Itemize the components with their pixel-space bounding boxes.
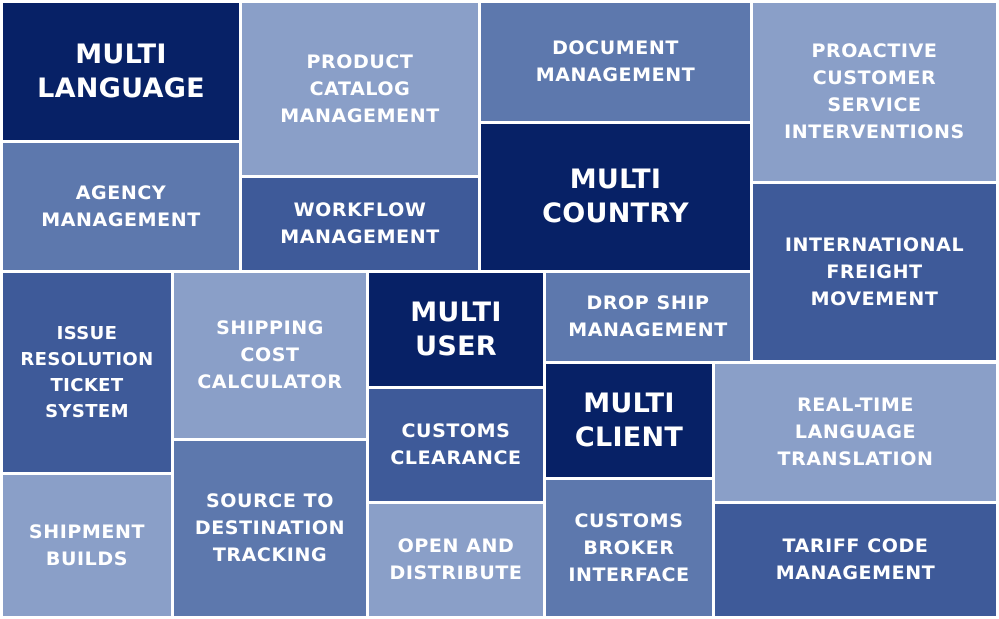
tile-label: INTERNATIONAL FREIGHT MOVEMENT — [784, 233, 965, 310]
tile-customs-broker-interface: CUSTOMS BROKER INTERFACE — [546, 480, 712, 616]
tile-label: WORKFLOW MANAGEMENT — [280, 199, 440, 248]
tile-label: MULTI COUNTRY — [542, 164, 689, 229]
tile-international-freight-movement: INTERNATIONAL FREIGHT MOVEMENT — [753, 184, 996, 360]
tile-label: AGENCY MANAGEMENT — [41, 181, 201, 231]
tile-multi-client: MULTI CLIENT — [546, 364, 712, 477]
tile-document-management: DOCUMENT MANAGEMENT — [481, 3, 750, 121]
tile-multi-user: MULTI USER — [369, 273, 543, 386]
tile-real-time-language-translation: REAL-TIME LANGUAGE TRANSLATION — [715, 364, 996, 501]
tile-workflow-management: WORKFLOW MANAGEMENT — [242, 178, 478, 270]
tile-label: DROP SHIP MANAGEMENT — [568, 292, 728, 341]
tile-label: MULTI LANGUAGE — [37, 38, 205, 104]
tile-proactive-customer-service: PROACTIVE CUSTOMER SERVICE INTERVENTIONS — [753, 3, 996, 181]
tile-label: MULTI CLIENT — [574, 387, 684, 453]
tile-shipping-cost-calculator: SHIPPING COST CALCULATOR — [174, 273, 366, 438]
tile-label: TARIFF CODE MANAGEMENT — [775, 535, 936, 584]
tile-label: SHIPPING COST CALCULATOR — [197, 317, 343, 393]
tile-source-to-destination-tracking: SOURCE TO DESTINATION TRACKING — [174, 441, 366, 616]
tile-label: DOCUMENT MANAGEMENT — [535, 37, 696, 86]
tile-customs-clearance: CUSTOMS CLEARANCE — [369, 389, 543, 501]
tile-shipment-builds: SHIPMENT BUILDS — [3, 475, 171, 616]
tile-agency-management: AGENCY MANAGEMENT — [3, 143, 239, 270]
tile-product-catalog-management: PRODUCT CATALOG MANAGEMENT — [242, 3, 478, 175]
tile-label: REAL-TIME LANGUAGE TRANSLATION — [777, 394, 934, 470]
tile-label: ISSUE RESOLUTION TICKET SYSTEM — [20, 322, 154, 422]
tile-label: CUSTOMS BROKER INTERFACE — [568, 509, 690, 586]
tile-issue-resolution-ticket-system: ISSUE RESOLUTION TICKET SYSTEM — [3, 273, 171, 472]
tile-open-and-distribute: OPEN AND DISTRIBUTE — [369, 504, 543, 616]
tile-multi-country: MULTI COUNTRY — [481, 124, 750, 270]
tile-label: SOURCE TO DESTINATION TRACKING — [194, 490, 346, 566]
tile-label: SHIPMENT BUILDS — [28, 520, 146, 570]
tile-label: MULTI USER — [410, 296, 502, 362]
tile-label: PRODUCT CATALOG MANAGEMENT — [280, 50, 440, 127]
tile-label: OPEN AND DISTRIBUTE — [389, 535, 523, 584]
tile-label: CUSTOMS CLEARANCE — [390, 420, 522, 469]
tile-label: PROACTIVE CUSTOMER SERVICE INTERVENTIONS — [784, 40, 965, 143]
tile-drop-ship-management: DROP SHIP MANAGEMENT — [546, 273, 750, 361]
tile-tariff-code-management: TARIFF CODE MANAGEMENT — [715, 504, 996, 616]
tile-multi-language: MULTI LANGUAGE — [3, 3, 239, 140]
